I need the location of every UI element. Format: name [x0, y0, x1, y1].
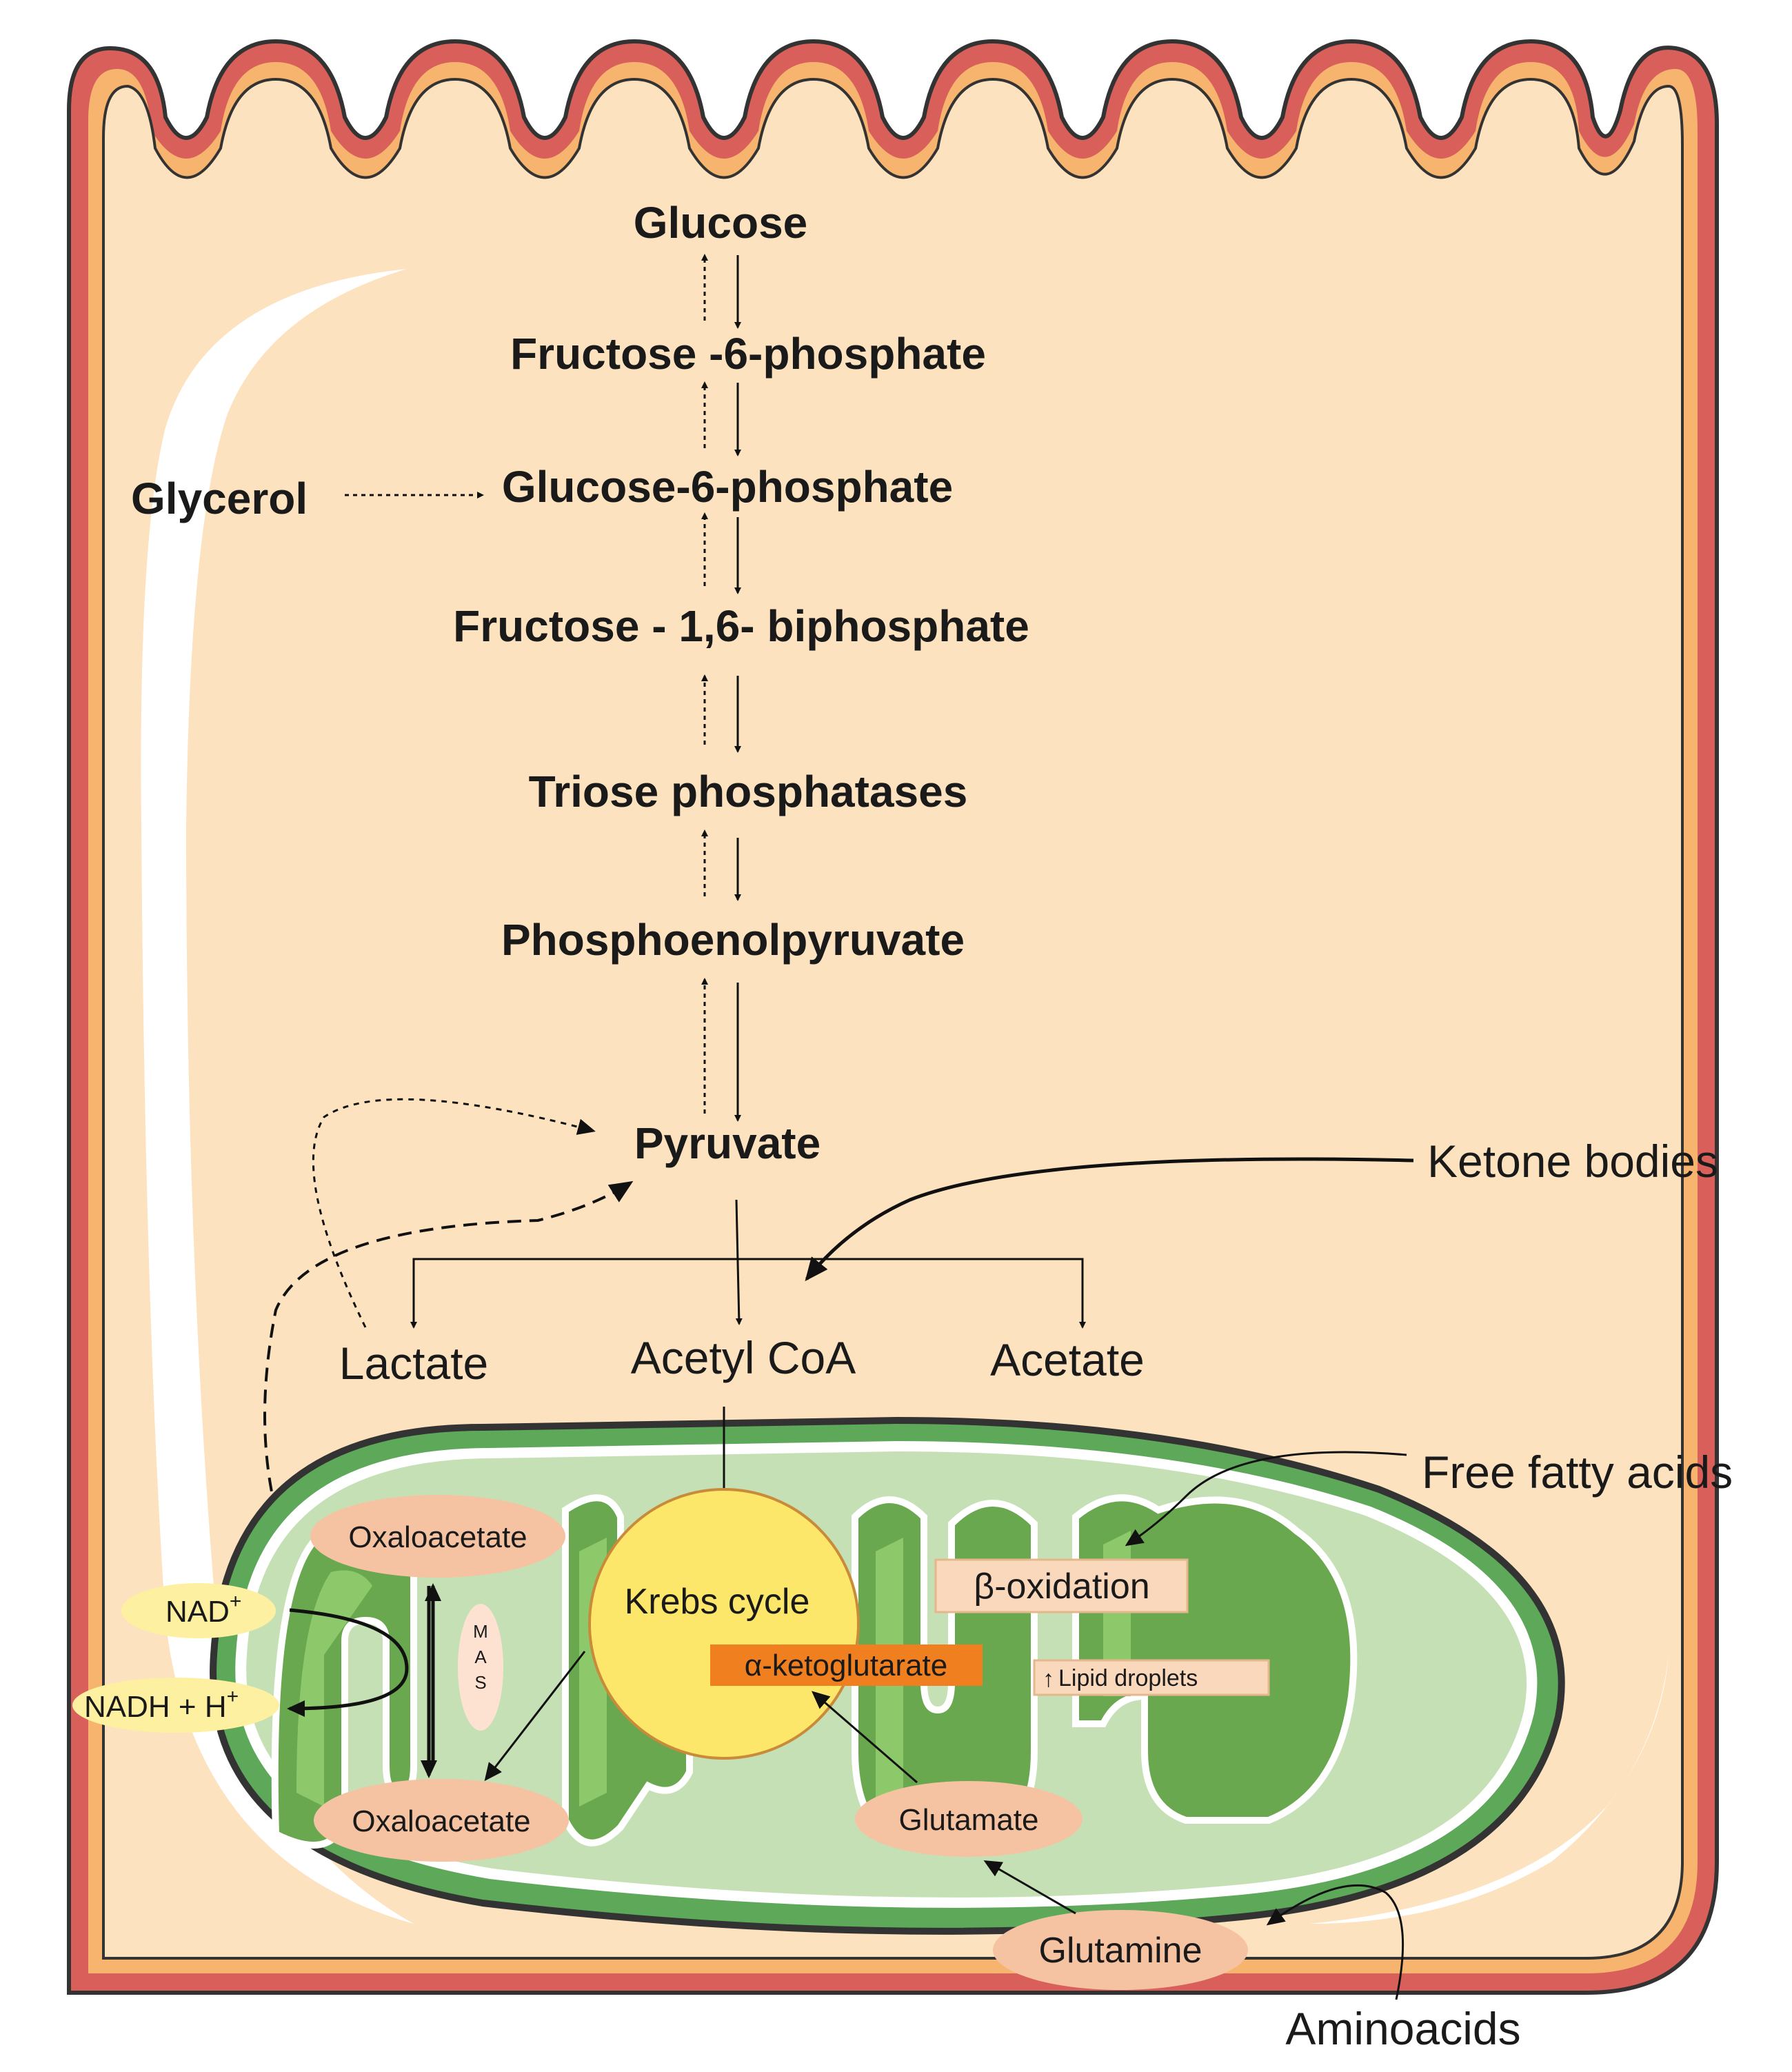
free-fatty-acids-label: Free fatty acids	[1422, 1447, 1733, 1498]
beta-oxidation-label: β-oxidation	[974, 1567, 1149, 1607]
aminoacids-label: Aminoacids	[1285, 2003, 1520, 2054]
oxaloacetate-top-label: Oxaloacetate	[348, 1520, 527, 1554]
akg-label: α-ketoglutarate	[745, 1649, 948, 1682]
glutamate-to-akg-arrow	[811, 1691, 918, 1784]
membrane-highlight	[141, 269, 414, 1924]
krebs-cycle-circle	[588, 1488, 860, 1760]
mas-shuttle	[458, 1604, 503, 1731]
glutamate-label: Glutamate	[899, 1803, 1039, 1837]
oxaloacetate-bottom-label: Oxaloacetate	[352, 1804, 530, 1838]
mas-letter-a: A	[474, 1647, 487, 1667]
mas-letter-m: M	[473, 1621, 488, 1642]
krebs-to-oxaloacetate-arrow	[484, 1651, 586, 1782]
glutamine-ellipse	[993, 1910, 1248, 1990]
ketone-bodies-arrow	[805, 1157, 1414, 1282]
glutamate-ellipse	[855, 1781, 1083, 1857]
glutamine-to-glutamate-arrow	[983, 1860, 1076, 1915]
aminoacids-arrow	[1266, 1884, 1405, 2000]
nadh-label: NADH + H+	[84, 1685, 239, 1724]
pyruvate-label: Pyruvate	[634, 1118, 821, 1168]
phosphoenolpyruvate-label: Phosphoenolpyruvate	[501, 915, 965, 965]
acetyl-coa-label: Acetyl CoA	[631, 1332, 856, 1383]
beta-oxidation-box	[934, 1558, 1189, 1613]
nad-label: NAD+	[165, 1590, 241, 1629]
lactate-label: Lactate	[339, 1338, 489, 1389]
arrow-to-acetyl-coa	[735, 1199, 743, 1325]
oxaloacetate-top-ellipse	[310, 1495, 565, 1578]
krebs-cycle-label: Krebs cycle	[625, 1582, 810, 1622]
lipid-up-arrow: ↑	[1043, 1666, 1054, 1692]
ffa-arrow	[1125, 1451, 1407, 1547]
glutamine-label: Glutamine	[1039, 1931, 1202, 1971]
triose-phosphatases-label: Triose phosphatases	[529, 767, 968, 816]
branch-bar	[412, 1258, 1084, 1324]
lipid-droplets-box	[1033, 1659, 1270, 1696]
ketone-bodies-label: Ketone bodies	[1427, 1136, 1718, 1187]
lipid-droplets-label: Lipid droplets	[1058, 1665, 1198, 1691]
oxaloacetate-to-pyruvate-arrow	[263, 1180, 634, 1556]
nadh-ellipse	[72, 1678, 279, 1733]
fructose-6-phosphate-label: Fructose -6-phosphate	[510, 329, 986, 379]
oxaloacetate-bottom-ellipse	[314, 1779, 569, 1862]
fructose-1-6-biphosphate-label: Fructose - 1,6- biphosphate	[453, 601, 1029, 651]
nad-to-nadh-arrow	[287, 1608, 409, 1717]
nad-ellipse	[121, 1583, 276, 1638]
glucose-6-phosphate-label: Glucose-6-phosphate	[502, 462, 953, 512]
glucose-label: Glucose	[634, 198, 808, 248]
glycerol-label: Glycerol	[131, 474, 308, 523]
lactate-to-pyruvate-arrow	[312, 1098, 596, 1328]
glycolysis-pathway: Glucose Fructose -6-phosphate Glucose-6-…	[453, 198, 1029, 1168]
mas-letter-s: S	[474, 1672, 486, 1693]
pyruvate-branch	[410, 1199, 1086, 1329]
acetate-label: Acetate	[990, 1334, 1145, 1385]
akg-box	[710, 1644, 983, 1686]
